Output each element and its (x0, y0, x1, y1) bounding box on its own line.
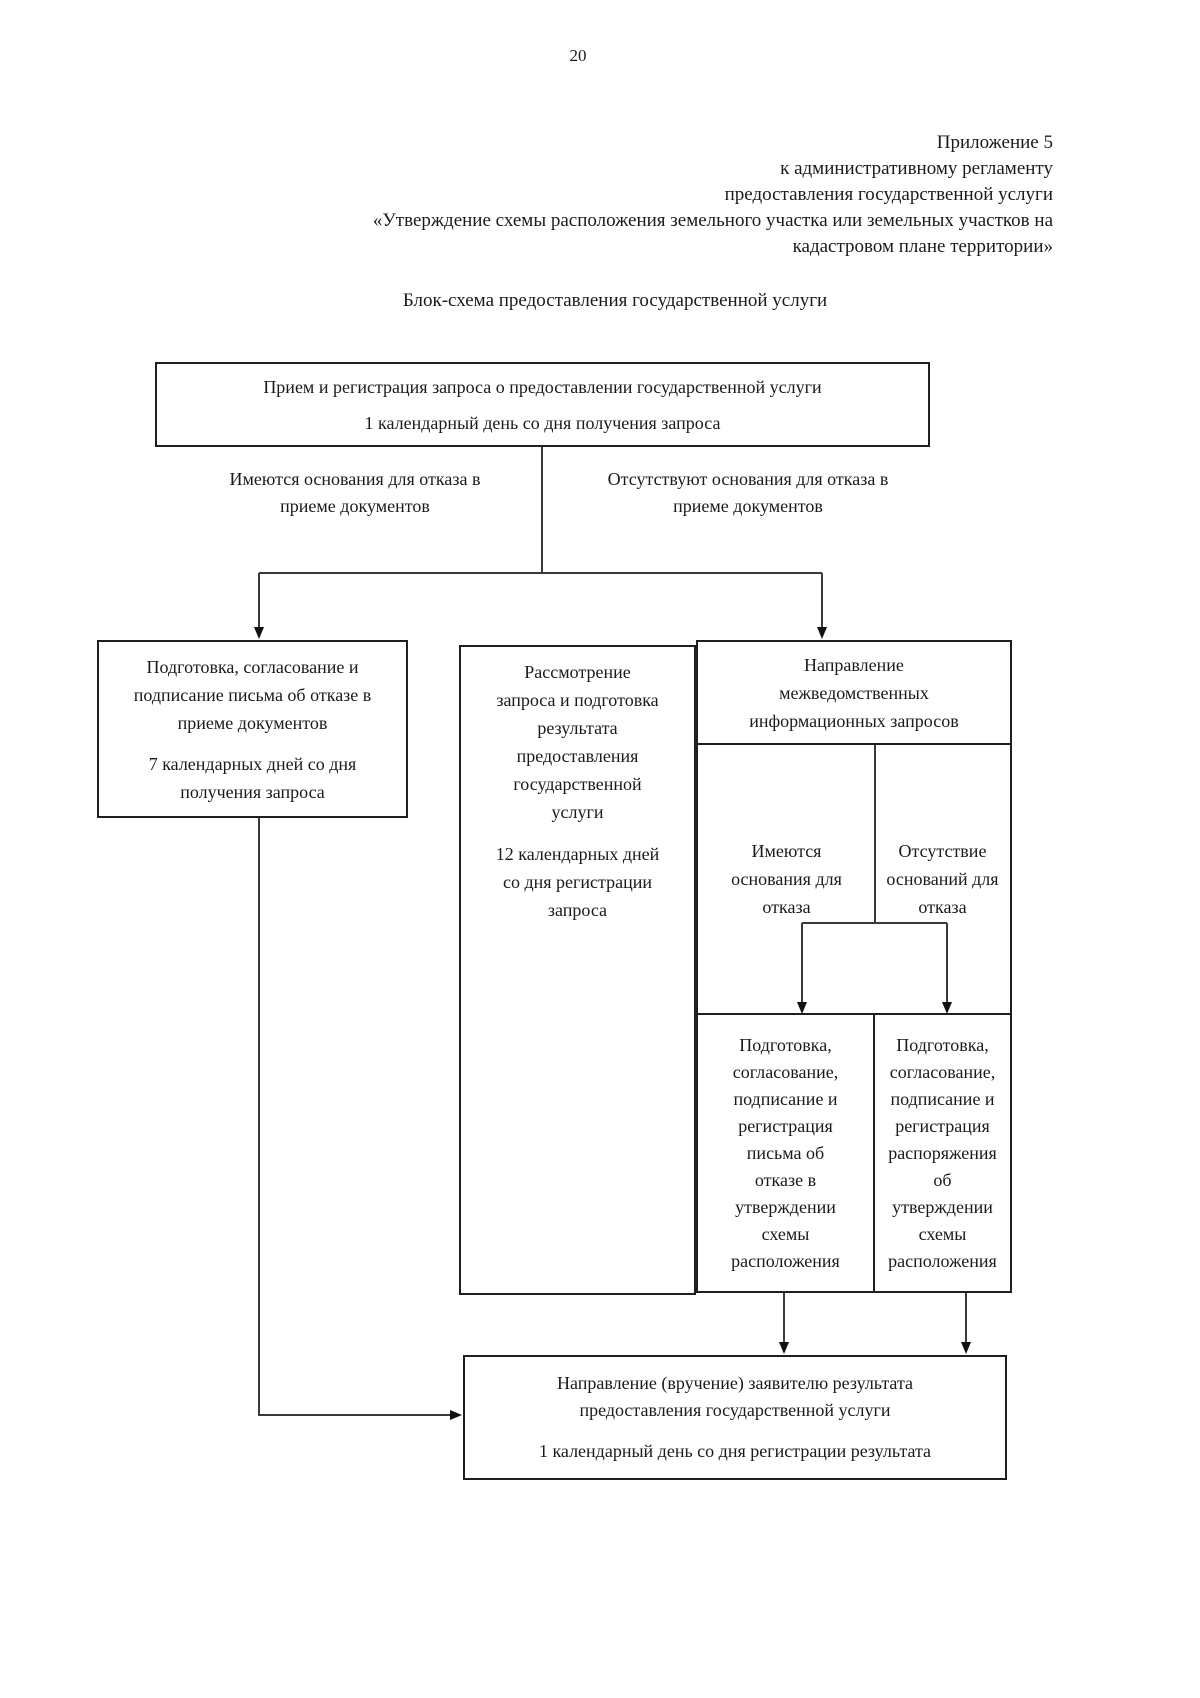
refusal-outcome-text: Подготовка, согласование, подписание и р… (731, 1034, 840, 1271)
interagency-structure: Направление межведомственных информацион… (696, 640, 1012, 1293)
approval-outcome-cell: Подготовка, согласование, подписание и р… (875, 1015, 1010, 1291)
page-number: 20 (569, 46, 587, 65)
interagency-requests-box: Направление межведомственных информацион… (698, 642, 1010, 745)
review-title: Рассмотрение запроса и подготовка резуль… (496, 662, 659, 822)
header-line: Приложение 5 (936, 132, 1053, 153)
result-duration: 1 календарный день со дня регистрации ре… (538, 1441, 932, 1461)
intake-registration-box: Прием и регистрация запроса о предоставл… (155, 362, 930, 447)
grounds-exist-cell: Имеются основания для отказа (698, 745, 875, 1013)
grounds-exist-label: Имеются основания для отказа (731, 841, 842, 917)
appendix-header: Приложение 5 к административному регламе… (150, 130, 1053, 260)
review-duration: 12 календарных дней со дня регистрации з… (495, 844, 660, 920)
result-delivery-box: Направление (вручение) заявителю результ… (463, 1355, 1007, 1480)
document-title: Блок-схема предоставления государственно… (402, 290, 828, 311)
reject-letter-title: Подготовка, согласование и подписание пи… (133, 656, 372, 733)
branch-label-grounds-absent: Отсутствуют основания для отказа в прием… (607, 469, 889, 516)
interagency-title: Направление межведомственных информацион… (749, 654, 959, 731)
arrow-reject-letter-to-result-box (258, 818, 462, 1420)
result-title: Направление (вручение) заявителю результ… (556, 1373, 914, 1420)
outcome-row: Подготовка, согласование, подписание и р… (698, 1015, 1010, 1291)
refusal-outcome-cell: Подготовка, согласование, подписание и р… (698, 1015, 875, 1291)
reject-letter-duration: 7 календарных дней со дня получения запр… (148, 753, 357, 802)
branch-label-grounds-exist: Имеются основания для отказа в приеме до… (229, 469, 481, 516)
intake-duration: 1 календарный день со дня получения запр… (364, 412, 721, 433)
intake-title: Прием и регистрация запроса о предоставл… (263, 376, 822, 397)
reject-letter-box: Подготовка, согласование и подписание пи… (97, 640, 408, 818)
review-request-box: Рассмотрение запроса и подготовка резуль… (459, 645, 696, 1295)
header-line: кадастровом плане территории» (792, 236, 1053, 257)
header-line: «Утверждение схемы расположения земельно… (372, 210, 1053, 231)
header-line: к административному регламенту (780, 158, 1053, 179)
grounds-absent-label: Отсутствие оснований для отказа (886, 841, 999, 917)
approval-outcome-text: Подготовка, согласование, подписание и р… (888, 1034, 997, 1271)
header-line: предоставления государственной услуги (724, 184, 1053, 205)
grounds-labels-row: Имеются основания для отказа Отсутствие … (698, 745, 1010, 1015)
grounds-absent-cell: Отсутствие оснований для отказа (875, 745, 1010, 1013)
